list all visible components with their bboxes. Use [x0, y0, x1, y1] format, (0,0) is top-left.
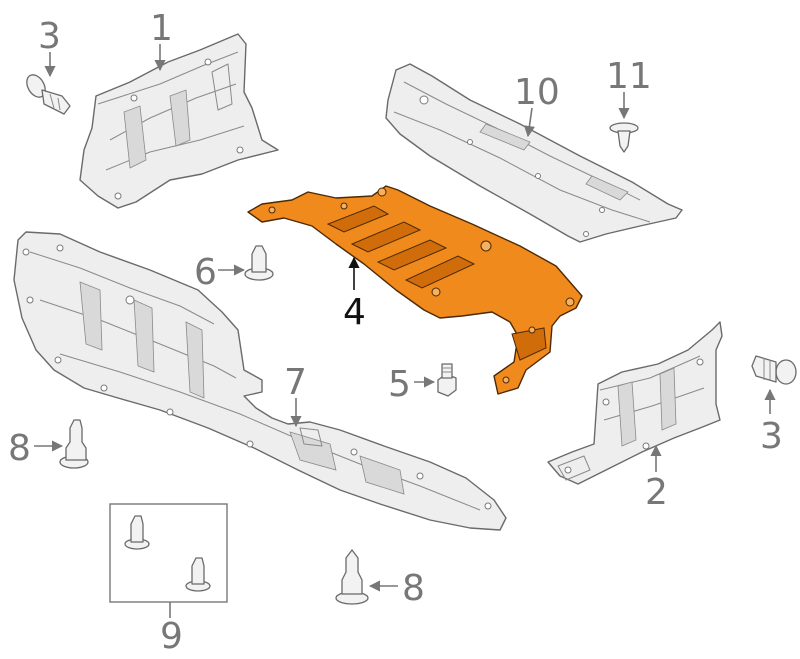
part-1-left-splash-shield[interactable]	[79, 33, 279, 209]
fastener-3-left-clip[interactable]	[23, 72, 71, 115]
callout-9: 9	[160, 616, 183, 657]
kit-9-box[interactable]	[109, 503, 228, 603]
callout-8-lower: 8	[402, 568, 425, 609]
fastener-3-right-clip[interactable]	[751, 355, 797, 385]
callout-8-left: 8	[8, 428, 31, 469]
callout-7: 7	[284, 362, 307, 403]
fastener-6-push-pin[interactable]	[244, 245, 274, 281]
callout-1: 1	[150, 8, 173, 49]
fastener-8-lower-push-pin[interactable]	[335, 549, 369, 605]
callout-2: 2	[645, 472, 668, 513]
callout-4: 4	[343, 292, 366, 333]
part-10-upper-deflector[interactable]	[385, 63, 683, 243]
part-7-lower-front-cover[interactable]	[13, 231, 507, 531]
fastener-11-push-pin[interactable]	[609, 122, 639, 153]
fastener-8-left-push-pin[interactable]	[59, 419, 89, 469]
callout-3-left: 3	[38, 16, 61, 57]
callout-5: 5	[388, 364, 411, 405]
fastener-5-bolt[interactable]	[437, 363, 457, 397]
callout-6: 6	[194, 252, 217, 293]
leader-10	[523, 107, 535, 138]
callout-11: 11	[606, 56, 652, 97]
part-2-right-splash-shield[interactable]	[547, 321, 723, 485]
part-4-center-splash-shield[interactable]	[247, 185, 583, 395]
callout-3-right: 3	[760, 416, 783, 457]
callout-10: 10	[514, 72, 560, 113]
